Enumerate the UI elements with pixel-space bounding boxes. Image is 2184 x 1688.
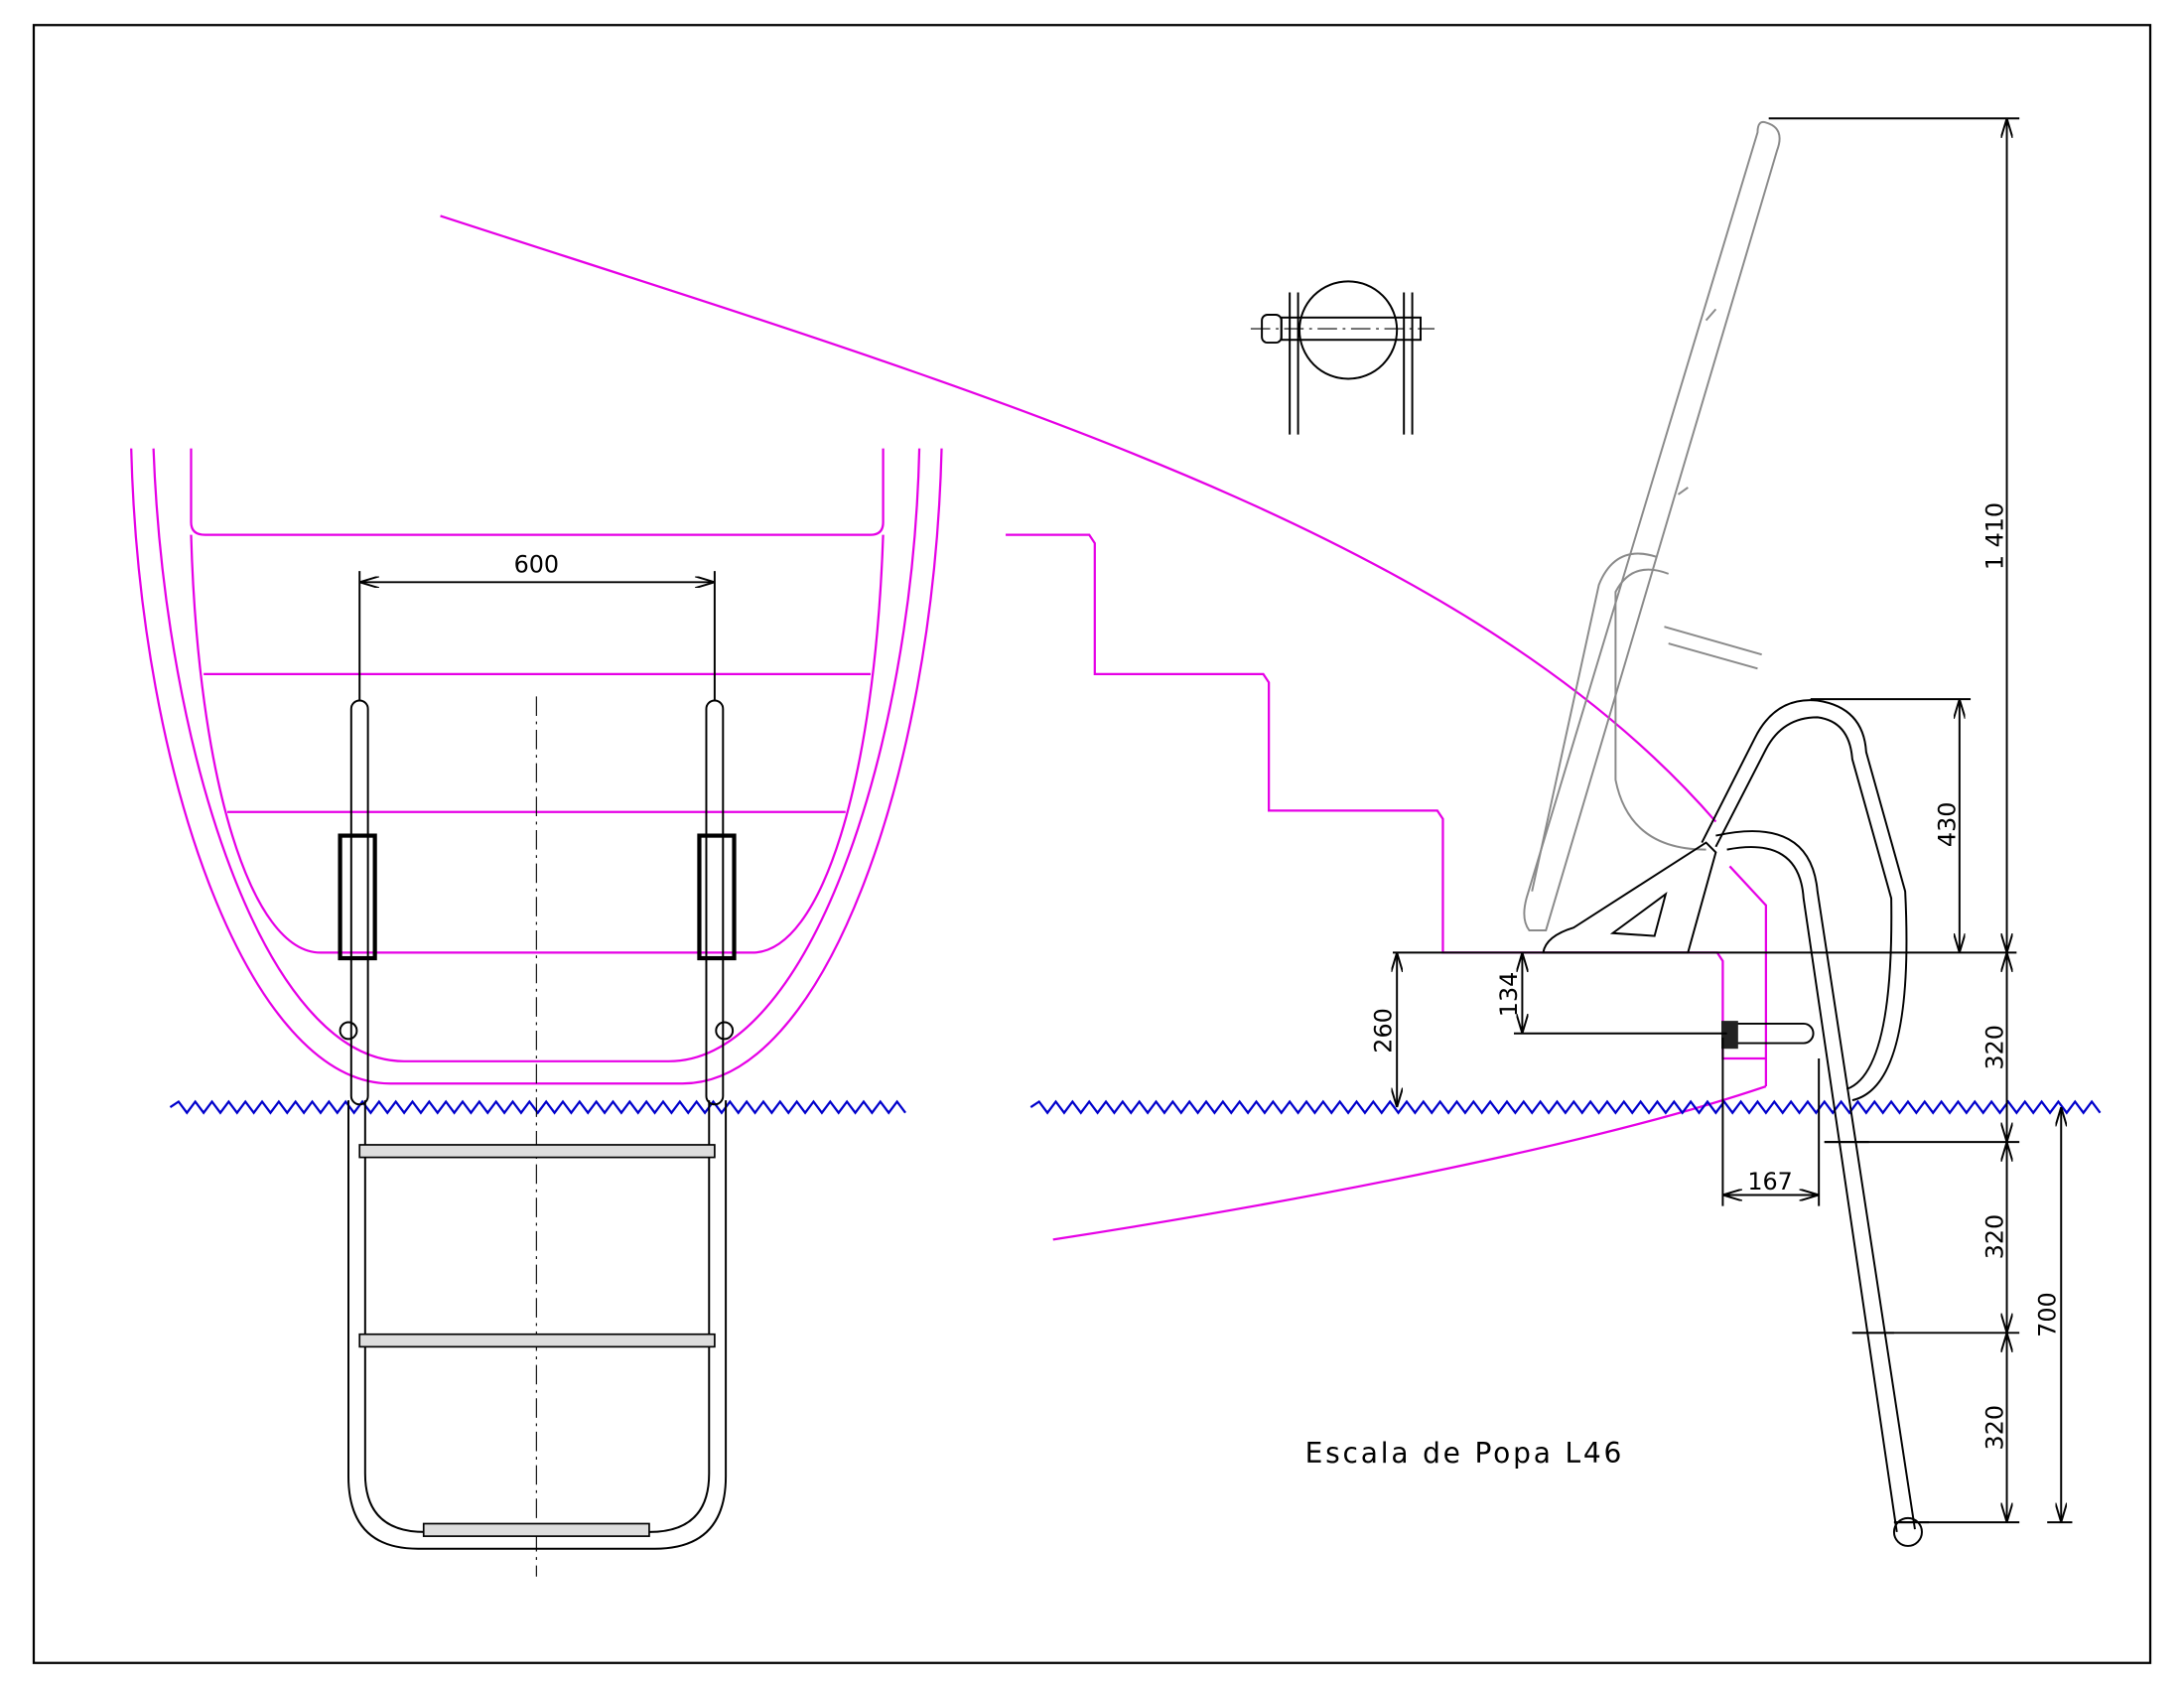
dim-step-1: 320 [1980, 1025, 2008, 1069]
dimensions-side: 1 410 430 320 320 320 700 260 134 167 [1370, 117, 2073, 1524]
dim-step-3: 320 [1980, 1405, 2008, 1450]
drawing-border [32, 24, 2152, 1664]
stairs-profile [1006, 533, 1767, 1087]
dim-deck-to-mount: 134 [1495, 972, 1523, 1017]
dim-mount-offset: 167 [1747, 1168, 1792, 1196]
dim-deck-to-water: 260 [1370, 1008, 1398, 1053]
drawing-title: Escala de Popa L46 [1305, 1437, 1625, 1470]
dim-total-height: 1 410 [1980, 502, 2008, 570]
waterline-side [1029, 1099, 2102, 1115]
ladder-front [338, 699, 737, 1550]
ladder-folded [1523, 120, 1781, 931]
front-view: 600 [130, 448, 943, 1577]
dim-step-2: 320 [1980, 1214, 2008, 1259]
dim-underwater: 700 [2034, 1292, 2062, 1336]
pin-detail [1250, 280, 1435, 435]
dim-width: 600 [514, 550, 559, 578]
dimension-600: 600 [358, 550, 716, 701]
dim-handrail-height: 430 [1934, 802, 1962, 847]
side-view: 1 410 430 320 320 320 700 260 134 167 [440, 117, 2102, 1547]
waterline-front [169, 1099, 906, 1115]
hull-bottom-line [1052, 1084, 1767, 1241]
hull-sheer-line [440, 214, 1717, 823]
ladder-deployed [1542, 699, 1929, 1547]
